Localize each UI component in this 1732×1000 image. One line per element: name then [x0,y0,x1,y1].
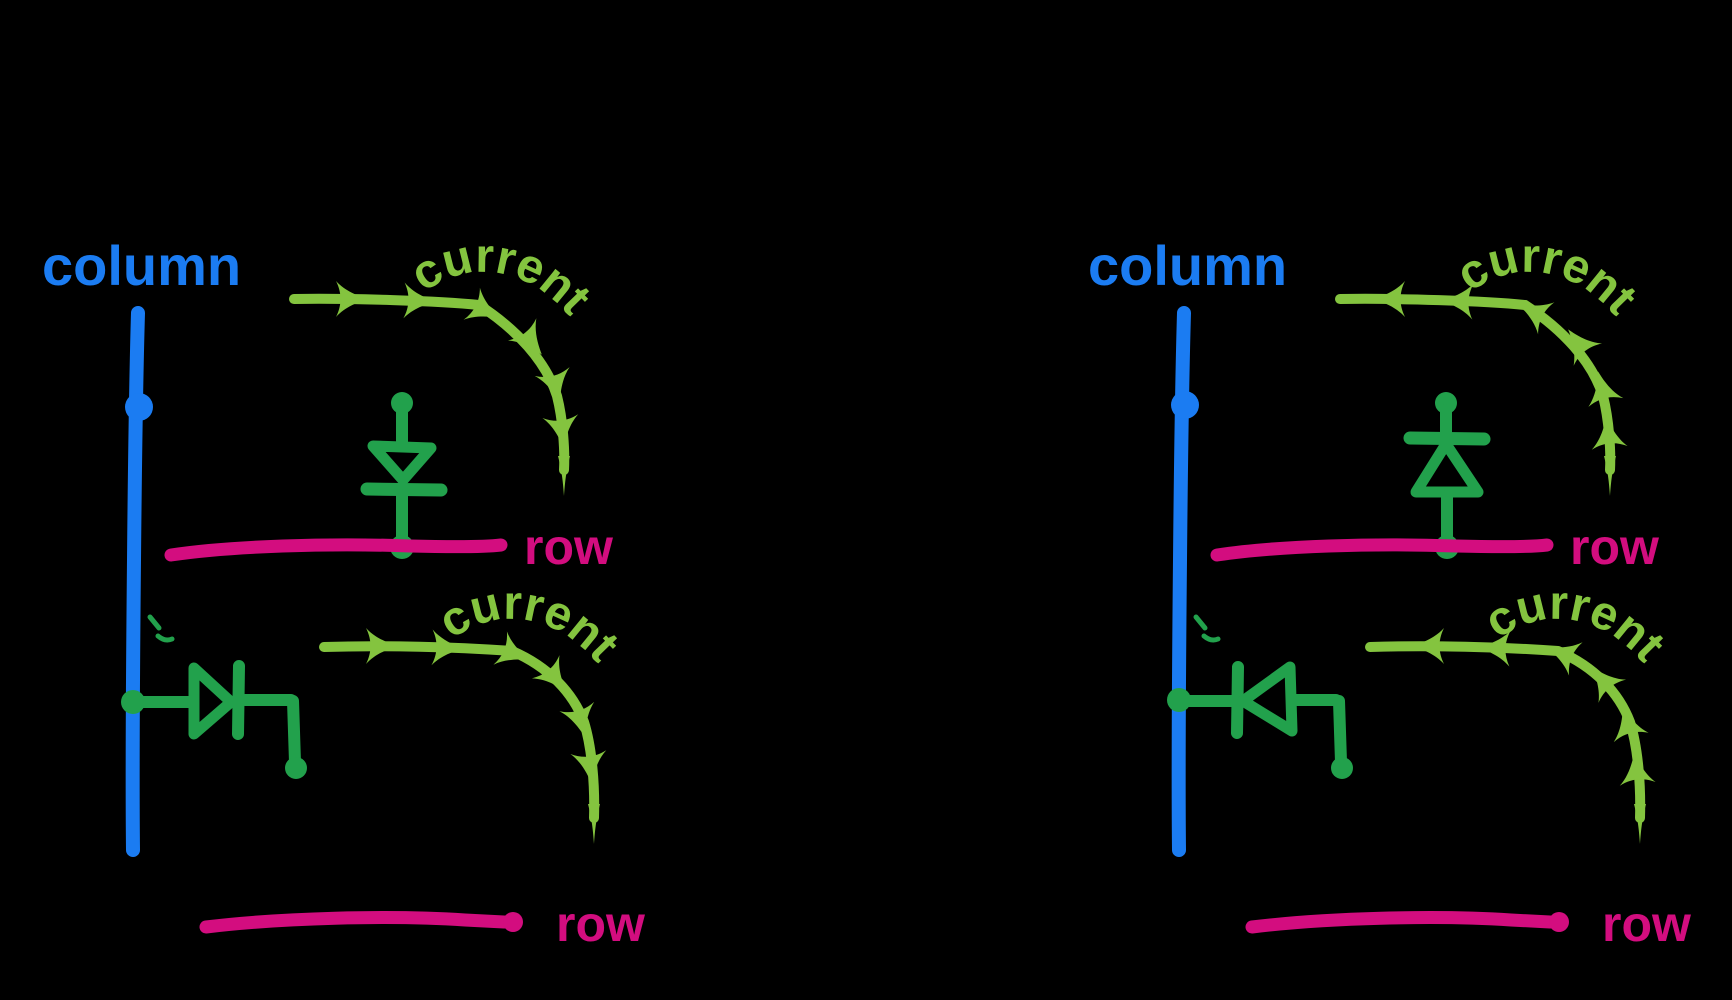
left-row-bottom: row [199,896,645,952]
column-label: column [42,234,241,297]
left-diode-vertical-down [360,392,448,559]
column-label: column [1088,234,1287,297]
column-line [1171,306,1191,857]
diode-cathode-bar [1231,661,1244,739]
diode-end-terminal-dot [285,757,307,779]
row-line [1210,538,1554,562]
row-end-dot [1549,912,1569,932]
column-junction-dot [121,690,145,714]
right-row-bottom: row [1245,896,1691,952]
row-line [1245,911,1557,934]
diode-cathode-bar [232,660,245,740]
row-label: row [1602,896,1691,952]
left-diode-horizontal-right [121,614,307,779]
row-label: row [556,896,645,952]
right-row-top: row [1210,519,1659,575]
stray-mark [155,633,175,643]
column-line [125,306,145,857]
left-column-group: column [42,234,241,857]
row-line [199,911,511,934]
right-diode-vertical-up [1403,392,1491,559]
diode-triangle-right [188,662,237,740]
diode-triangle-down [367,440,437,486]
right-column-group: column [1088,234,1287,857]
row-end-dot [503,912,523,932]
column-junction-dot [1171,391,1199,419]
diode-cathode-bar [1403,431,1491,446]
diode-elbow-down [287,695,301,768]
right-diode-horizontal-left [1167,614,1353,779]
left-row-top: row [164,519,613,575]
stray-mark [1193,614,1208,631]
column-junction-dot [125,393,153,421]
stray-mark [147,614,162,631]
row-line [164,538,508,562]
row-label: row [524,519,613,575]
row-label: row [1570,519,1659,575]
diode-end-terminal-dot [1331,757,1353,779]
stray-mark [1201,633,1221,643]
diode-elbow-down [1333,695,1347,768]
